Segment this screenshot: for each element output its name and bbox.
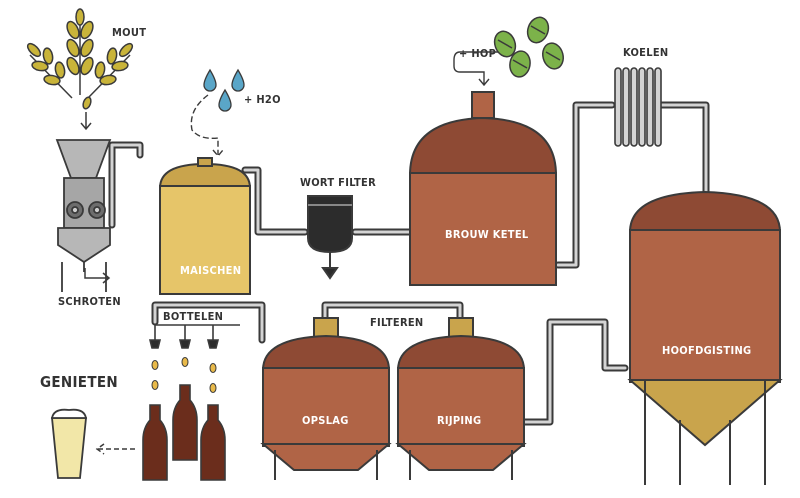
label-enjoy: GENIETEN [40,373,118,391]
label-milling: SCHROTEN [58,295,121,308]
arrow-left-icon [95,443,135,455]
label-maturation: RIJPING [437,414,481,427]
label-brew-kettle: BROUW KETEL [445,228,529,241]
brew-kettle [408,91,558,286]
water-arrow-icon [190,94,224,158]
label-storage: OPSLAG [302,414,349,427]
mash-tun [158,157,252,295]
label-hops: + HOP [459,47,496,60]
label-bottling: BOTTELEN [163,310,223,323]
water-drops-icon [203,68,245,112]
grain-mill [55,139,112,292]
maturation-tank [395,317,527,480]
label-malt: MOUT [112,26,146,39]
label-cooling: KOELEN [623,46,669,59]
main-fermenter [627,190,783,485]
label-mashing: MAISCHEN [180,264,241,277]
beer-bottles-icon [142,384,226,481]
hop-cones-icon [493,16,564,78]
hops-arrow-icon [453,51,500,87]
wort-filter [307,195,353,280]
arrow-down-icon [80,112,92,131]
pipe-kettle-to-cooler [554,101,616,269]
label-filtering: FILTEREN [370,316,424,329]
beer-drops-icon [151,357,217,393]
pipe-mill-to-mash [108,141,144,229]
arrow-right-icon [84,268,111,284]
label-wort-filter: WORT FILTER [300,176,376,189]
label-main-fermentation: HOOFDGISTING [662,344,751,357]
pipe-fermenter-to-maturation [511,318,629,426]
label-water: + H2O [244,93,281,106]
pipes [108,101,710,426]
malt-grain-icon [26,8,134,131]
beer-glass-icon [50,408,88,479]
pipe-mash-to-filter [241,166,309,236]
storage-tank [260,317,392,480]
bottling-nozzles [148,324,240,349]
cooling-coil [614,67,662,147]
pipe-cooler-to-fermenter [656,101,710,202]
